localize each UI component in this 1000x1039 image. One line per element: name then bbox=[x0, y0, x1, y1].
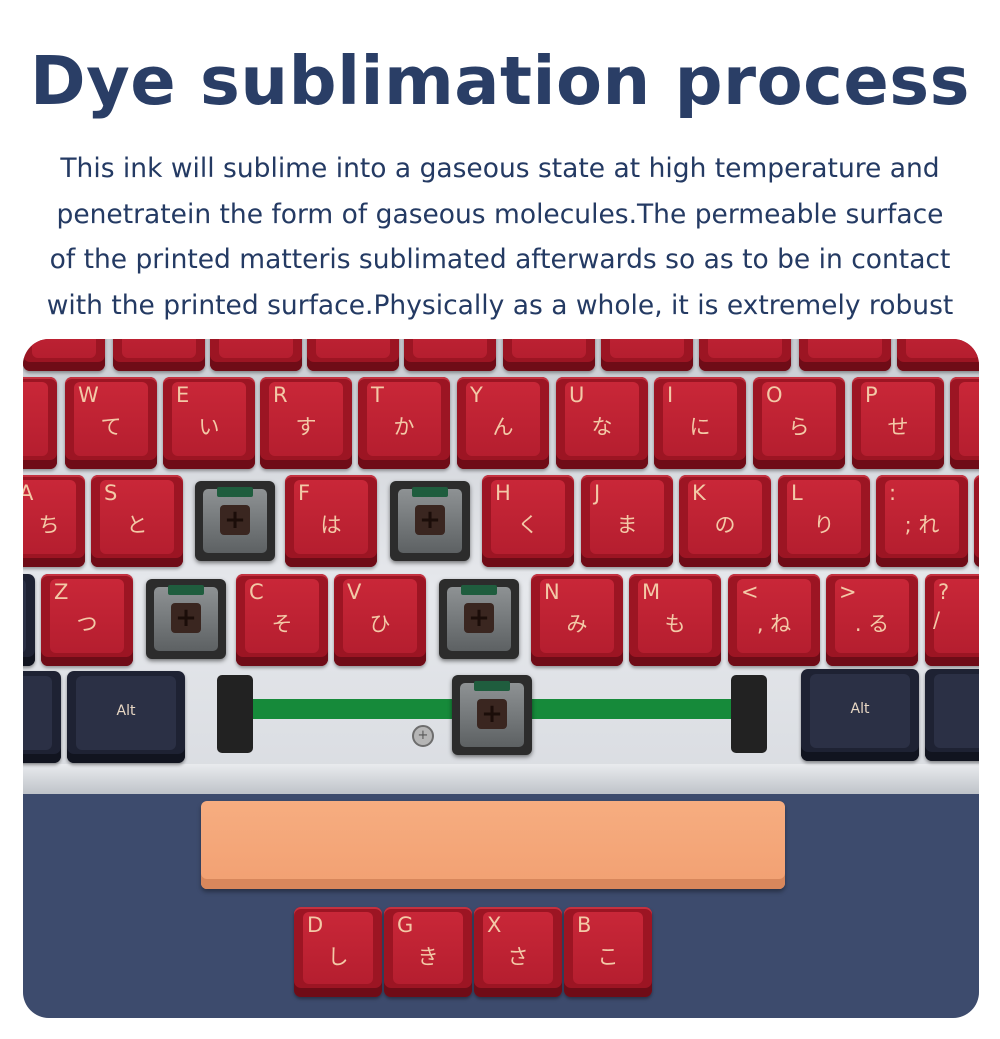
keycap-q-partial bbox=[23, 377, 57, 469]
exposed-switch-d: + bbox=[195, 481, 275, 561]
keycap-number-row bbox=[503, 339, 595, 371]
exposed-switch-x: + bbox=[146, 579, 226, 659]
exposed-switch-space: + bbox=[452, 675, 532, 755]
spacebar-keycap bbox=[201, 801, 785, 889]
description: This ink will sublime into a gaseous sta… bbox=[0, 146, 1000, 328]
keycap-bracket-partial bbox=[950, 377, 979, 469]
keycap-alt-left: Alt bbox=[67, 671, 185, 763]
keycap-number-row bbox=[699, 339, 791, 371]
description-line: with the printed surface.Physically as a… bbox=[46, 289, 954, 321]
exposed-switch-b: + bbox=[439, 579, 519, 659]
page-title: Dye sublimation process bbox=[29, 42, 971, 120]
stabilizer-right bbox=[731, 675, 767, 753]
keycap-slash: ?/ bbox=[925, 574, 979, 666]
keycap-number-row bbox=[23, 339, 105, 371]
keycap-number-row bbox=[210, 339, 302, 371]
keycap-quote-partial bbox=[974, 475, 979, 567]
keycap-number-row bbox=[113, 339, 205, 371]
keycap-number-row bbox=[404, 339, 496, 371]
description-line: penetratein the form of gaseous molecule… bbox=[56, 198, 944, 230]
description-line: This ink will sublime into a gaseous sta… bbox=[60, 153, 940, 184]
keycap-number-row bbox=[897, 339, 979, 371]
keycap-comma: <, ね bbox=[728, 574, 820, 666]
keycap-number-row bbox=[799, 339, 891, 371]
stabilizer-left bbox=[217, 675, 253, 753]
keycap-shift-partial bbox=[23, 574, 35, 666]
keycap-number-row bbox=[307, 339, 399, 371]
keycap-semicolon: :; れ bbox=[876, 475, 968, 567]
plate-edge bbox=[23, 764, 979, 794]
keycap-left-partial bbox=[23, 671, 61, 763]
keycap-right-partial bbox=[925, 669, 979, 761]
keycap-period: >. る bbox=[826, 574, 918, 666]
keycap-number-row bbox=[601, 339, 693, 371]
screw-icon: + bbox=[412, 725, 434, 747]
exposed-switch-g: + bbox=[390, 481, 470, 561]
description-line: of the printed matteris sublimated after… bbox=[49, 244, 951, 275]
keycap-alt-right: Alt bbox=[801, 669, 919, 761]
